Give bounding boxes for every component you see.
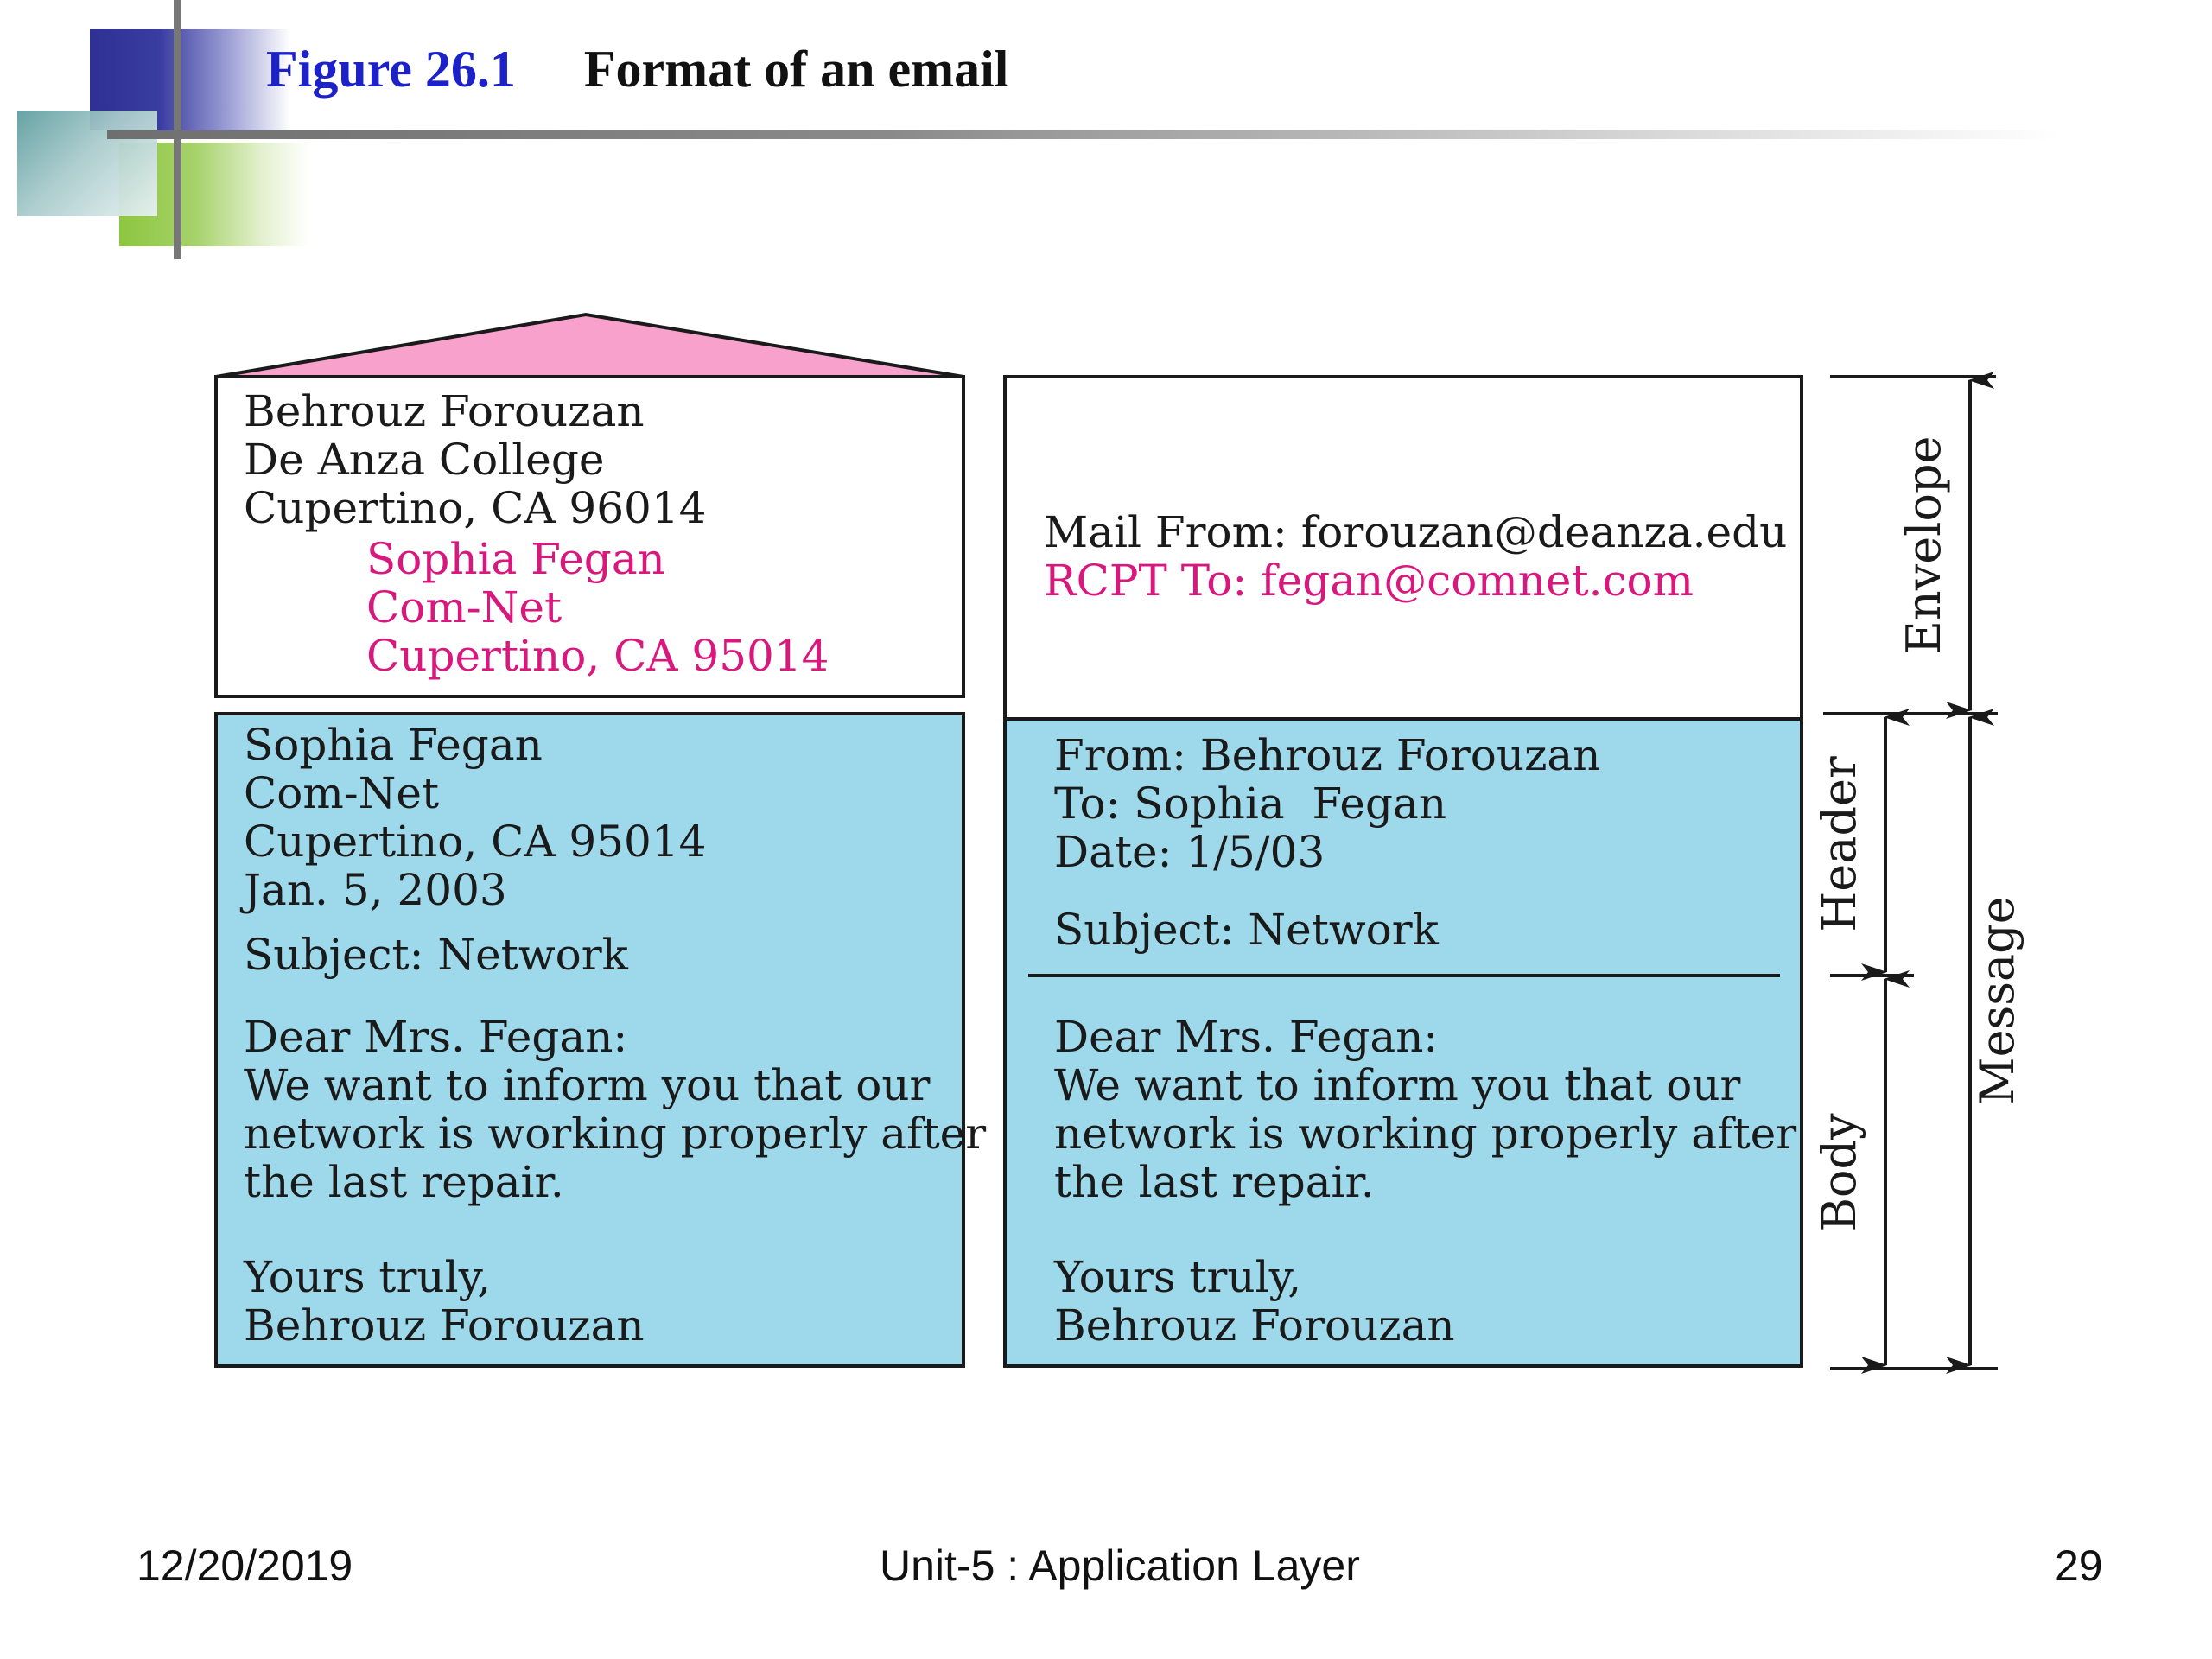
email-body-line: network is working properly after xyxy=(1054,1109,1797,1159)
envelope-flap xyxy=(215,312,964,378)
mail-from-line: Mail From: forouzan@deanza.edu xyxy=(1044,507,1788,557)
letter-recipient-city: Cupertino, CA 95014 xyxy=(244,817,707,867)
letter-closing: Yours truly, xyxy=(244,1252,492,1302)
letter-body-line: We want to inform you that our xyxy=(244,1060,931,1110)
sender-name: Behrouz Forouzan xyxy=(244,386,645,436)
email-closing-block: Yours truly, Behrouz Forouzan xyxy=(1054,1253,1455,1350)
page-number: 29 xyxy=(2055,1541,2103,1590)
envelope-recipient-address: Sophia Fegan Com-Net Cupertino, CA 95014 xyxy=(366,535,829,680)
decor-vertical-line xyxy=(174,0,181,259)
email-body-line: We want to inform you that our xyxy=(1054,1060,1741,1110)
letter-body-block: Dear Mrs. Fegan: We want to inform you t… xyxy=(244,1013,986,1206)
email-message-box xyxy=(1003,717,1803,1368)
recipient-organization: Com-Net xyxy=(366,582,563,632)
email-envelope-text: Mail From: forouzan@deanza.edu RCPT To: … xyxy=(1044,508,1787,605)
email-body-line: the last repair. xyxy=(1054,1157,1375,1207)
rcpt-to-line: RCPT To: fegan@comnet.com xyxy=(1044,556,1694,606)
letter-greeting: Dear Mrs. Fegan: xyxy=(244,1012,628,1062)
envelope-sender-address: Behrouz Forouzan De Anza College Cuperti… xyxy=(244,387,706,532)
letter-body-line: the last repair. xyxy=(244,1157,564,1207)
email-body-block: Dear Mrs. Fegan: We want to inform you t… xyxy=(1054,1013,1796,1206)
slide-title: Figure 26.1 Format of an email xyxy=(266,35,1008,104)
body-label: Body xyxy=(1812,1113,1866,1232)
footer-date: 12/20/2019 xyxy=(137,1541,353,1590)
decor-horizontal-line xyxy=(107,130,2060,139)
decor-teal-square xyxy=(17,111,157,216)
letter-subject: Subject: Network xyxy=(244,930,628,980)
letter-signature: Behrouz Forouzan xyxy=(244,1300,645,1351)
footer-title: Unit-5 : Application Layer xyxy=(880,1541,1360,1590)
recipient-name: Sophia Fegan xyxy=(366,534,665,584)
message-label: Message xyxy=(1970,896,2024,1104)
letter-recipient-name: Sophia Fegan xyxy=(244,720,543,770)
envelope-label: Envelope xyxy=(1897,436,1951,655)
email-closing: Yours truly, xyxy=(1054,1252,1302,1302)
recipient-city: Cupertino, CA 95014 xyxy=(366,631,830,681)
sender-organization: De Anza College xyxy=(244,435,605,485)
header-from: From: Behrouz Forouzan xyxy=(1054,730,1601,780)
letter-closing-block: Yours truly, Behrouz Forouzan xyxy=(244,1253,645,1350)
header-date: Date: 1/5/03 xyxy=(1054,827,1325,877)
email-header-block: From: Behrouz Forouzan To: Sophia Fegan … xyxy=(1054,731,1600,876)
header-label: Header xyxy=(1812,756,1866,932)
email-greeting: Dear Mrs. Fegan: xyxy=(1054,1012,1439,1062)
figure-title: Format of an email xyxy=(583,41,1009,98)
letter-body-line: network is working properly after xyxy=(244,1109,987,1159)
email-signature: Behrouz Forouzan xyxy=(1054,1300,1455,1351)
postal-letter-box xyxy=(214,712,965,1368)
letter-date: Jan. 5, 2003 xyxy=(244,865,507,915)
sender-city: Cupertino, CA 96014 xyxy=(244,483,707,533)
header-to: To: Sophia Fegan xyxy=(1054,779,1447,829)
figure-number: Figure 26.1 xyxy=(266,41,516,98)
header-subject: Subject: Network xyxy=(1054,905,1439,955)
letter-recipient-organization: Com-Net xyxy=(244,768,440,818)
letter-address-block: Sophia Fegan Com-Net Cupertino, CA 95014… xyxy=(244,721,706,914)
postal-envelope-box xyxy=(214,375,965,698)
